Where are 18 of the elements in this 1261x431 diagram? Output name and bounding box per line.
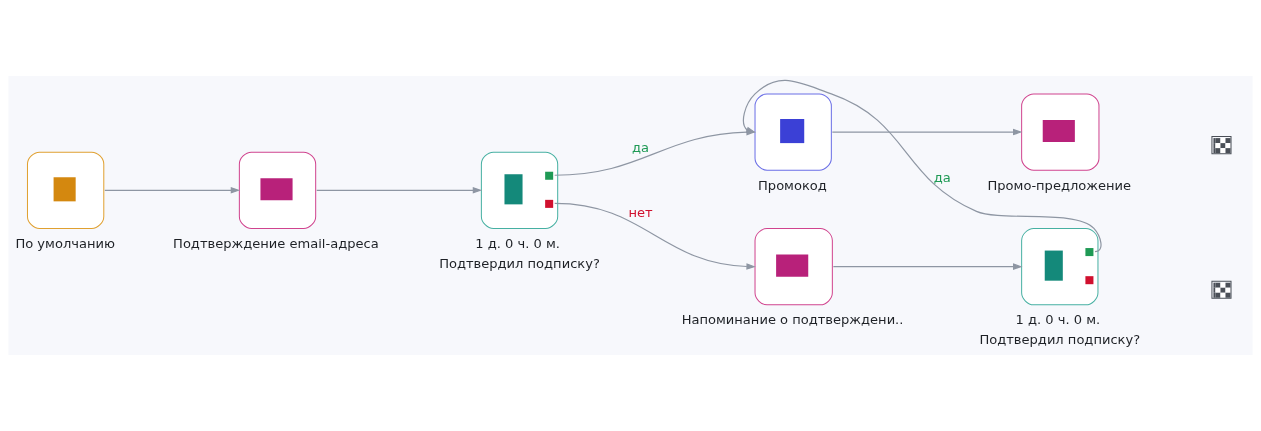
node-label: Напоминание о подтверждени.. (681, 312, 904, 328)
node-label: Подтвердил подписку? (439, 256, 600, 272)
arrow (554, 202, 756, 270)
edge-label: да (632, 139, 650, 155)
node-label: Промо-предложение (987, 177, 1132, 193)
node-label: По умолчанию (15, 235, 115, 251)
node-label: 1 д. 0 ч. 0 м. (1015, 312, 1101, 328)
node-label: Подтвердил подписку? (979, 332, 1141, 348)
edge-label: нет (628, 204, 653, 220)
arrow (742, 79, 1102, 253)
node-label: 1 д. 0 ч. 0 м. (475, 235, 561, 251)
arrow (831, 128, 1023, 136)
node-label: Промокод (758, 177, 827, 193)
arrow (316, 187, 483, 194)
node-label: Подтверждение email-адреса (173, 235, 379, 251)
edge-label: да (933, 169, 951, 185)
arrow (104, 187, 241, 194)
arrow (832, 263, 1023, 270)
